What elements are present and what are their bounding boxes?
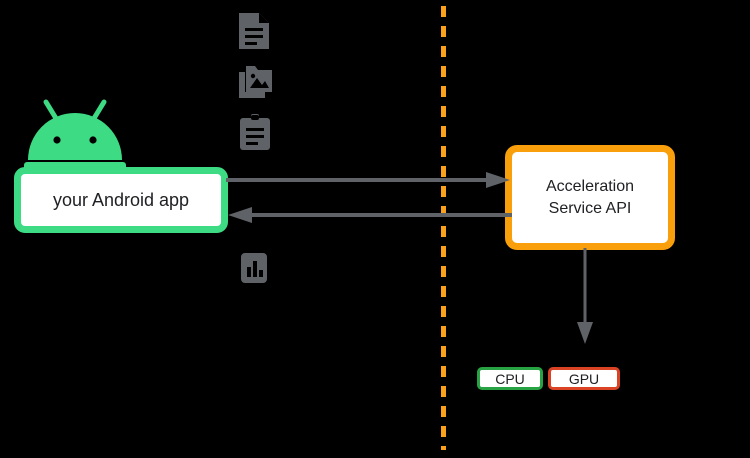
cpu-chip-label: CPU xyxy=(495,370,525,387)
bar-chart-icon xyxy=(241,253,267,283)
request-arrow xyxy=(226,172,510,188)
your-android-app-label: your Android app xyxy=(52,190,190,210)
cpu-chip[interactable]: CPU xyxy=(477,367,543,390)
android-robot-icon xyxy=(22,98,128,176)
document-icon xyxy=(239,13,269,49)
document-icon-svg xyxy=(239,13,269,49)
acceleration-service-api-label-line-2: Service API xyxy=(548,199,632,217)
photos-icon xyxy=(239,66,272,98)
photos-icon-svg xyxy=(239,66,272,98)
acceleration-service-api-box[interactable]: Acceleration Service API xyxy=(505,145,675,250)
gpu-chip-label: GPU xyxy=(568,370,600,387)
acceleration-service-api-label-line-1: Acceleration xyxy=(545,177,635,195)
bar-chart-icon-svg xyxy=(241,253,267,283)
clipboard-icon xyxy=(240,114,270,150)
delegate-arrow xyxy=(577,248,593,344)
gpu-chip[interactable]: GPU xyxy=(548,367,620,390)
clipboard-icon-svg xyxy=(240,114,270,150)
your-android-app-box[interactable]: your Android app xyxy=(14,167,228,233)
response-arrow xyxy=(228,207,512,223)
process-boundary-divider xyxy=(441,6,446,450)
android-robot-svg xyxy=(24,99,126,174)
